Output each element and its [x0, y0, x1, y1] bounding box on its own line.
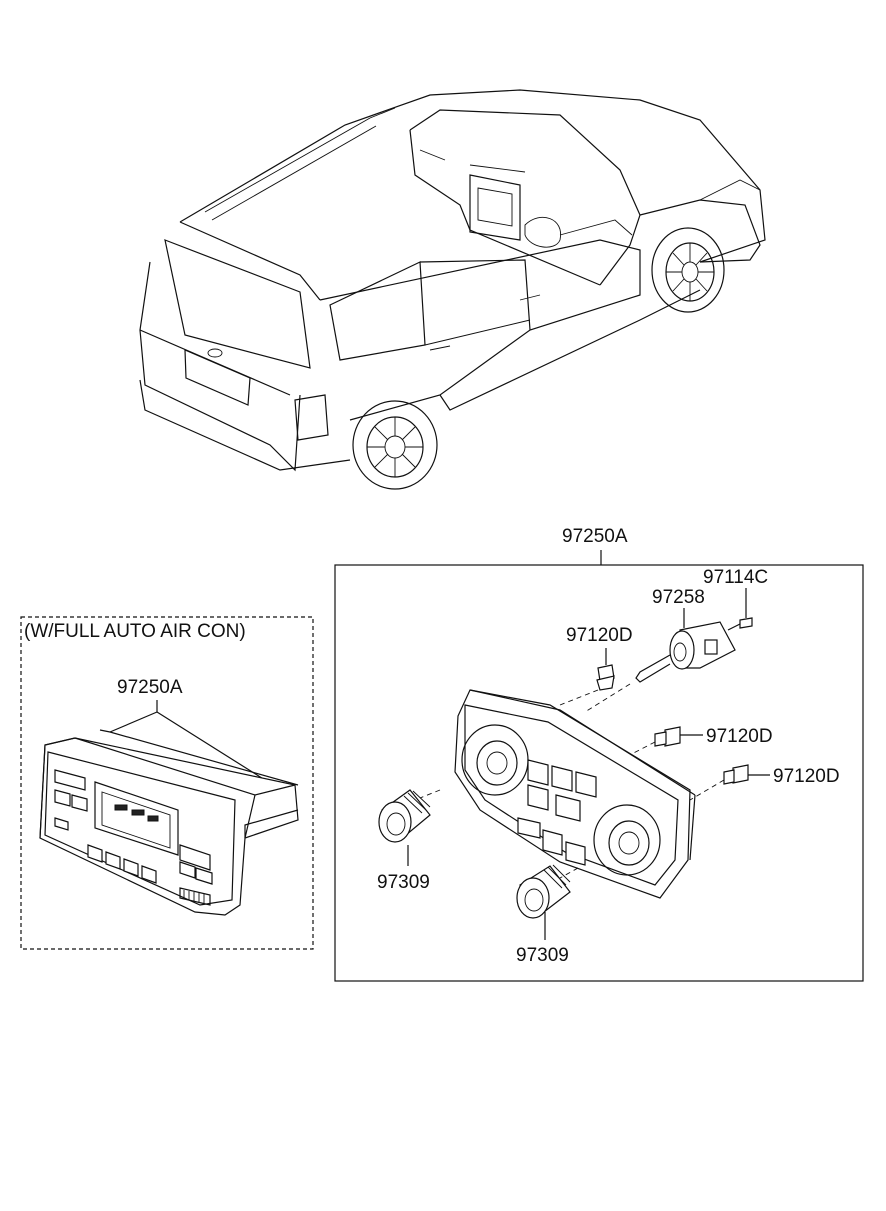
solid-frame [334, 564, 864, 982]
knob-bottom [516, 864, 571, 919]
bulb-mid [619, 726, 681, 761]
part-label-97309-left: 97309 [377, 872, 430, 893]
blower-switch [584, 621, 736, 713]
part-label-97120d-mid: 97120D [706, 726, 773, 747]
part-label-97258: 97258 [652, 587, 705, 608]
variant-caption: (W/FULL AUTO AIR CON) [24, 621, 246, 642]
part-label-97250a-auto: 97250A [117, 677, 183, 698]
manual-control-box: 97250A 97114C 97258 97120D 97120D 97120D… [334, 526, 864, 982]
auto-climate-panel [39, 729, 299, 916]
part-label-97120d-right: 97120D [773, 766, 840, 787]
part-label-97120d-top: 97120D [566, 625, 633, 646]
part-label-97309-bottom: 97309 [516, 945, 569, 966]
bulb-right [689, 764, 749, 801]
vehicle-illustration [139, 89, 766, 490]
part-label-97250a-assembly: 97250A [562, 526, 628, 547]
part-label-97114c: 97114C [703, 567, 768, 588]
full-auto-variant-box: (W/FULL AUTO AIR CON) 97250A [20, 616, 314, 950]
screw [727, 617, 753, 631]
manual-climate-panel [419, 689, 696, 899]
knob-left [378, 789, 431, 843]
dashed-frame [20, 616, 314, 950]
bulb-top [559, 664, 615, 706]
